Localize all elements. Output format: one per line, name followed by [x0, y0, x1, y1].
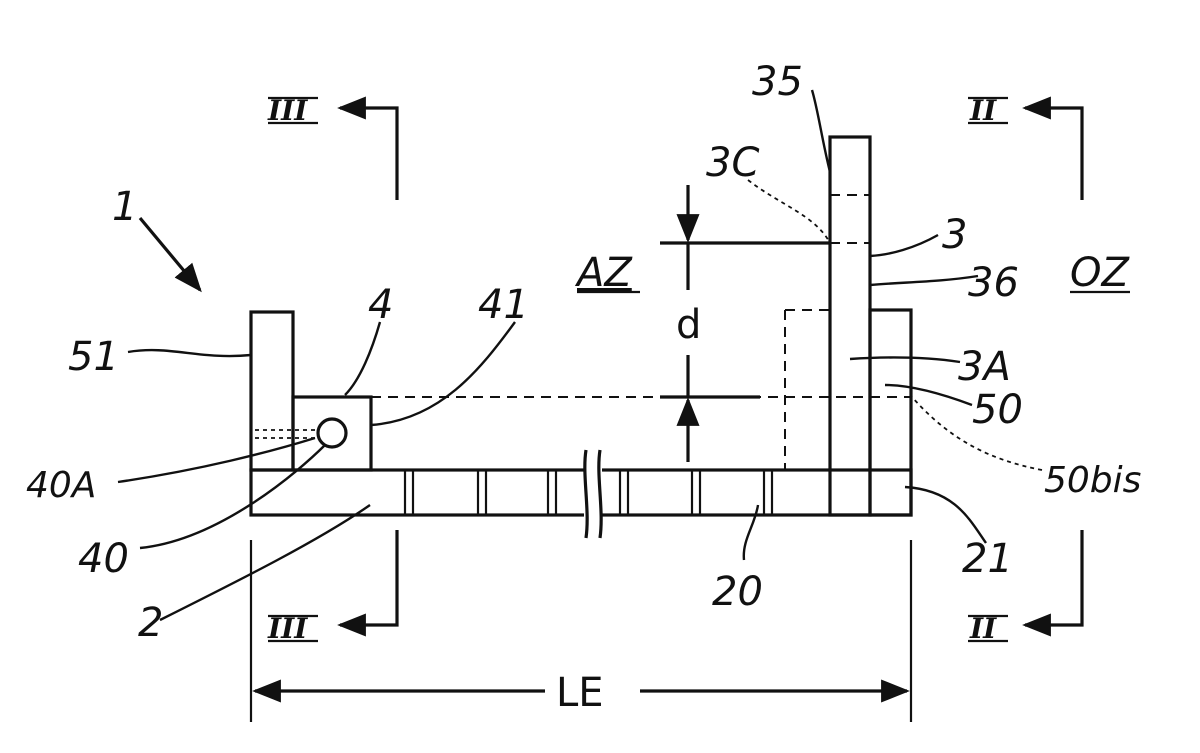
- hidden-block: [784, 309, 830, 470]
- label-stop: 50: [972, 387, 1023, 433]
- base-plate: [249, 468, 913, 517]
- fitting-4: [291, 395, 373, 472]
- dimension-le: [249, 540, 913, 722]
- label-base-rail: 20: [712, 569, 763, 615]
- dimension-d: [660, 185, 830, 462]
- label-axis: 41: [478, 282, 529, 328]
- device-arrow: [138, 216, 202, 293]
- label-device: 1: [112, 184, 137, 230]
- label-end-wall: 51: [68, 334, 119, 380]
- label-lower-upright: 3A: [958, 344, 1011, 390]
- label-upright: 3: [942, 212, 967, 258]
- labels: 1 51 4 41 40A 40 2 20 21 35 3C 3 36 3A 5…: [26, 59, 1141, 716]
- section-marker-ii-top: [1022, 96, 1084, 200]
- label-hole: 40: [78, 536, 129, 582]
- stop-50: [868, 308, 913, 517]
- label-base: 2: [138, 600, 163, 646]
- label-side: 36: [968, 260, 1019, 306]
- end-wall-51: [249, 310, 315, 472]
- label-stop-bis: 50bis: [1044, 460, 1141, 501]
- label-section-iii-bottom: III: [267, 612, 308, 645]
- label-base-end: 21: [962, 536, 1013, 582]
- label-length: LE: [556, 670, 604, 716]
- label-zone-left: AZ: [574, 250, 633, 296]
- label-fitting: 4: [368, 282, 393, 328]
- break-symbol: [583, 449, 603, 539]
- label-upright-ref: 3C: [706, 140, 759, 186]
- label-distance: d: [676, 302, 701, 348]
- label-hole-extension: 40A: [26, 465, 96, 506]
- label-section-ii-bottom: II: [969, 612, 997, 645]
- label-top: 35: [752, 59, 803, 105]
- label-zone-right: OZ: [1070, 250, 1130, 296]
- label-section-ii-top: II: [969, 94, 997, 127]
- label-section-iii-top: III: [267, 94, 308, 127]
- upright-3: [828, 135, 872, 517]
- leader-lines: [117, 89, 1043, 622]
- section-marker-iii-top: [337, 96, 399, 200]
- section-marker-ii-bottom: [1022, 530, 1084, 637]
- section-marker-iii-bottom: [337, 530, 399, 637]
- hole-40: [316, 417, 348, 449]
